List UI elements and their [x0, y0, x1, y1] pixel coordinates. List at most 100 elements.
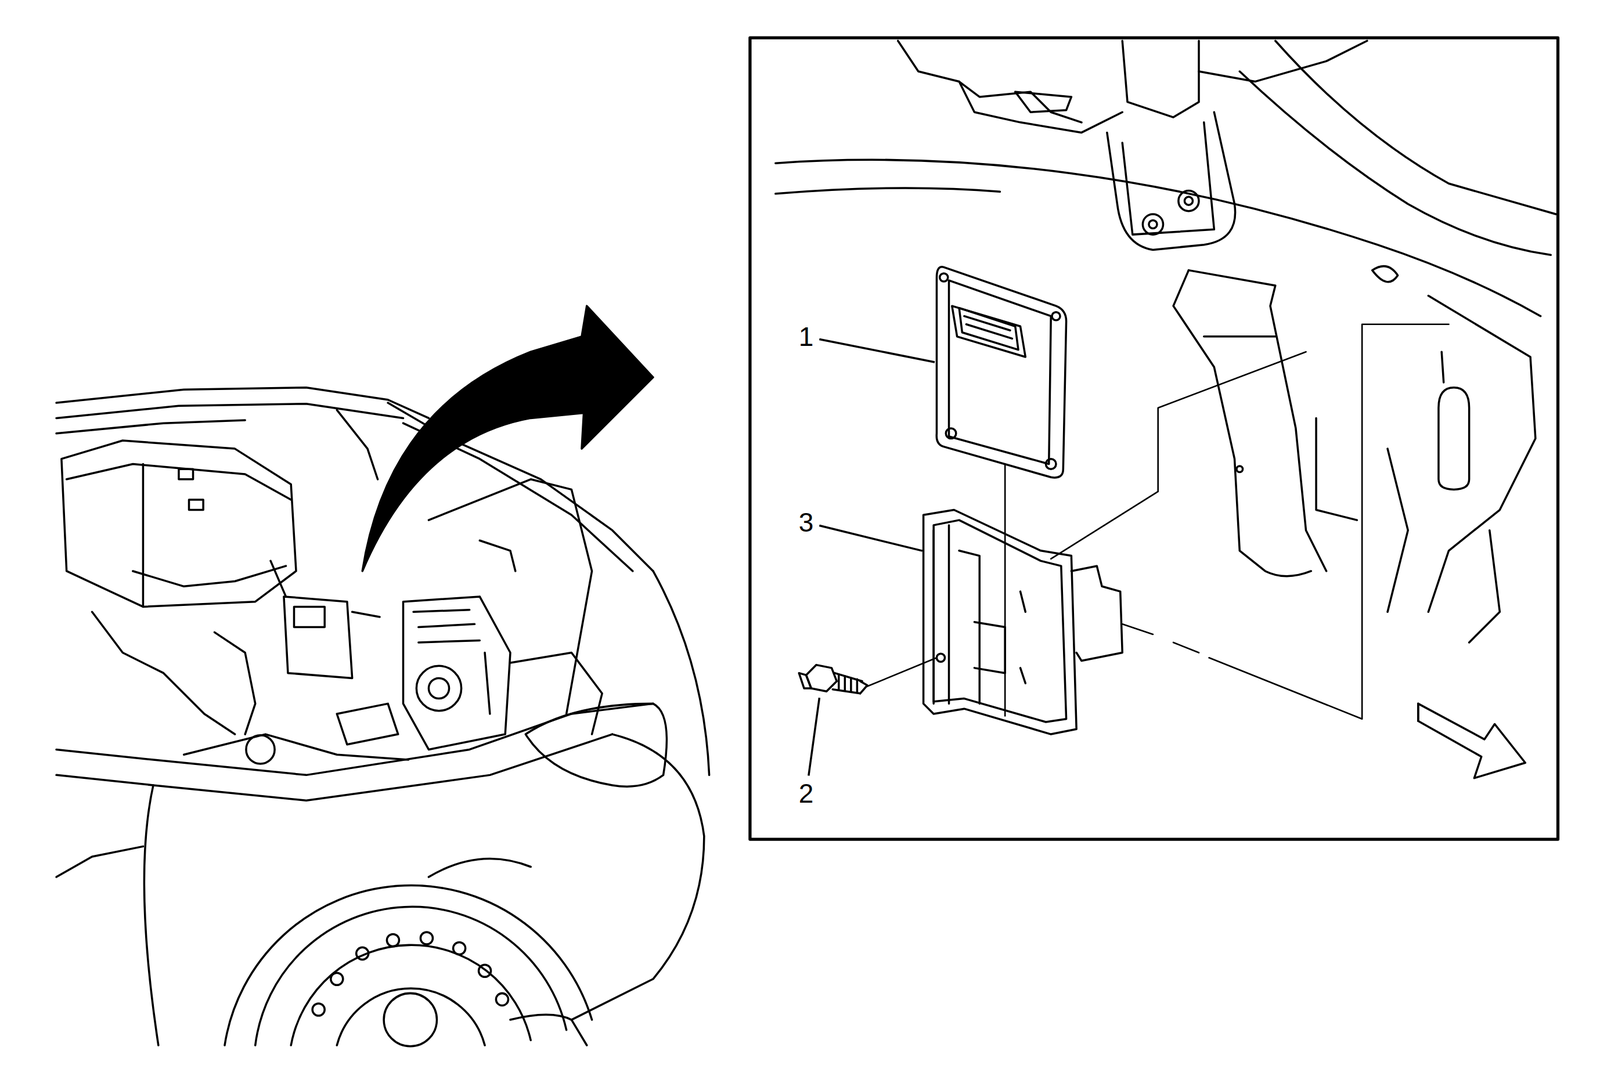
- callout-number: 2: [796, 779, 817, 809]
- wheel-part: [224, 885, 593, 1046]
- engine-cover-part: [189, 499, 204, 511]
- vehicle-body-part: [56, 387, 429, 419]
- direction-arrow: [1418, 703, 1526, 778]
- body-structure-part: [1188, 270, 1326, 572]
- body-structure-part: [1142, 214, 1163, 235]
- radiator-fan-part: [413, 610, 490, 715]
- wheel-part: [336, 988, 485, 1046]
- vehicle-body-part: [56, 420, 245, 434]
- body-structure-part: [1173, 270, 1311, 577]
- body-structure-part: [1236, 466, 1243, 473]
- wheel-part: [312, 1003, 325, 1016]
- control-module-part: [952, 305, 1026, 358]
- body-structure-part: [1316, 417, 1357, 521]
- body-structure-part: [1148, 220, 1158, 229]
- control-module-part: [1051, 312, 1061, 321]
- engine-cover-part: [66, 463, 292, 500]
- pointer-arrow-part: [362, 305, 654, 572]
- mounting-bolt-part: [798, 673, 812, 689]
- body-structure-part: [1469, 530, 1501, 643]
- wheel-part: [478, 964, 492, 978]
- alignment-lines: [867, 324, 1450, 720]
- engine-cover-part: [214, 632, 255, 735]
- detail-frame: [750, 37, 1559, 840]
- wheel: [224, 885, 593, 1047]
- wheel-part: [386, 934, 399, 947]
- wheel-part: [453, 942, 466, 956]
- control-module: [936, 267, 1066, 478]
- radiator-fan: [184, 479, 603, 765]
- alignment-lines-part: [867, 657, 937, 687]
- radiator-fan-part: [184, 734, 409, 760]
- body-structure-part: [959, 81, 1082, 123]
- mounting-bracket-part: [1071, 566, 1123, 661]
- module-in-bay-part: [293, 606, 325, 627]
- radiator-fan-part: [479, 540, 515, 572]
- radiator-fan-part: [403, 596, 511, 751]
- wheel-part: [330, 973, 344, 986]
- engine-cover-part: [132, 566, 287, 587]
- wheel-part: [255, 906, 567, 1046]
- callout-number: 1: [796, 322, 817, 352]
- vehicle-body-part: [143, 785, 158, 1046]
- wheel-part: [290, 945, 531, 1046]
- control-module-part: [1045, 459, 1057, 470]
- mounting-bracket-part: [1020, 591, 1026, 684]
- mounting-bracket-part: [959, 550, 980, 705]
- alignment-lines-part: [1050, 351, 1306, 560]
- mounting-bolt-part: [832, 673, 863, 694]
- body-structure-part: [1387, 448, 1408, 612]
- mounting-bolt-part: [838, 675, 858, 693]
- mounting-bracket-part: [933, 520, 1066, 723]
- detail-frame-part: [750, 37, 1559, 840]
- vehicle-body-part: [56, 404, 403, 419]
- body-structure-part: [1239, 71, 1551, 255]
- radiator-fan-part: [336, 703, 398, 745]
- engine-cover-part: [142, 463, 145, 607]
- engine-cover-part: [92, 611, 236, 735]
- control-module-part: [964, 316, 1013, 340]
- radiator-fan-part: [428, 678, 449, 699]
- pointer-arrow: [362, 305, 654, 572]
- wheel-part: [495, 993, 508, 1006]
- vehicle-body-part: [571, 734, 704, 1021]
- radiator-fan-part: [428, 479, 592, 715]
- body-structure-part: [1122, 122, 1214, 235]
- alignment-lines-part: [1122, 324, 1449, 720]
- vehicle-body-part: [653, 571, 710, 776]
- radiator-fan-part: [510, 653, 603, 735]
- vehicle-body-part: [56, 703, 654, 776]
- mounting-bracket-part: [933, 525, 949, 704]
- body-structure-part: [1122, 40, 1199, 118]
- vehicle-body-part: [428, 858, 531, 878]
- vehicle-body-part: [56, 846, 143, 878]
- body-structure-part: [1204, 335, 1276, 338]
- body-structure-part: [1178, 191, 1199, 212]
- body-structure: [775, 40, 1556, 643]
- body-structure-part: [1438, 387, 1470, 490]
- direction-arrow-part: [1418, 703, 1526, 778]
- body-structure-part: [1107, 112, 1236, 250]
- control-module-part: [936, 267, 1066, 478]
- leader-line: [819, 339, 935, 363]
- body-structure-part: [775, 188, 1001, 194]
- vehicle-body-part: [510, 1014, 587, 1046]
- engine-cover: [61, 440, 297, 735]
- body-structure-part: [898, 40, 1123, 133]
- body-structure-part: [1015, 91, 1072, 113]
- vehicle-body-part: [56, 734, 613, 801]
- module-in-bay: [270, 560, 380, 679]
- control-module-part: [945, 428, 957, 439]
- body-structure-part: [775, 159, 1541, 316]
- module-in-bay-part: [352, 611, 380, 618]
- engine-cover-part: [61, 440, 297, 607]
- callout-number: 3: [796, 507, 817, 538]
- body-structure-part: [1372, 266, 1398, 283]
- body-structure-part: [1275, 40, 1556, 215]
- mounting-bolt-part: [860, 681, 868, 694]
- vehicle-body: [56, 387, 710, 1046]
- alignment-lines-part: [1004, 463, 1007, 716]
